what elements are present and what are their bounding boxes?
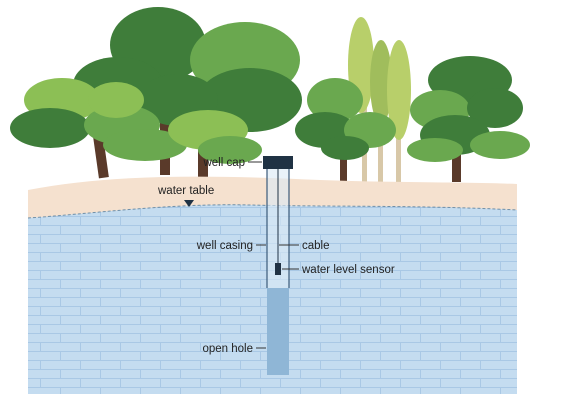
- tree-canopy: [10, 108, 90, 148]
- tree-canopy: [387, 40, 411, 140]
- tree-canopy: [467, 88, 523, 128]
- tree-trunk: [396, 115, 401, 183]
- trees-right: [295, 17, 530, 185]
- label-open-hole: open hole: [202, 343, 253, 355]
- tree-canopy: [407, 138, 463, 162]
- water-level-sensor: [275, 263, 281, 275]
- tree-trunk: [92, 129, 109, 179]
- label-well-casing: well casing: [196, 240, 253, 252]
- open-hole: [267, 288, 289, 375]
- trees-left: [10, 7, 302, 180]
- label-water-table: water table: [157, 185, 214, 197]
- tree-canopy: [307, 78, 363, 122]
- tree-canopy: [88, 82, 144, 118]
- tree-canopy: [370, 40, 392, 124]
- well-cap: [263, 156, 293, 169]
- water-table-marker-icon: [184, 200, 194, 207]
- label-well-cap: well cap: [202, 157, 245, 169]
- water-table-line: [27, 204, 518, 219]
- label-cable: cable: [302, 240, 330, 252]
- tree-canopy: [470, 131, 530, 159]
- tree-trunk: [452, 140, 461, 182]
- tree-canopy: [198, 136, 262, 164]
- tree-canopy: [103, 129, 187, 161]
- tree-canopy: [321, 136, 369, 160]
- label-water-level-sensor: water level sensor: [301, 264, 395, 276]
